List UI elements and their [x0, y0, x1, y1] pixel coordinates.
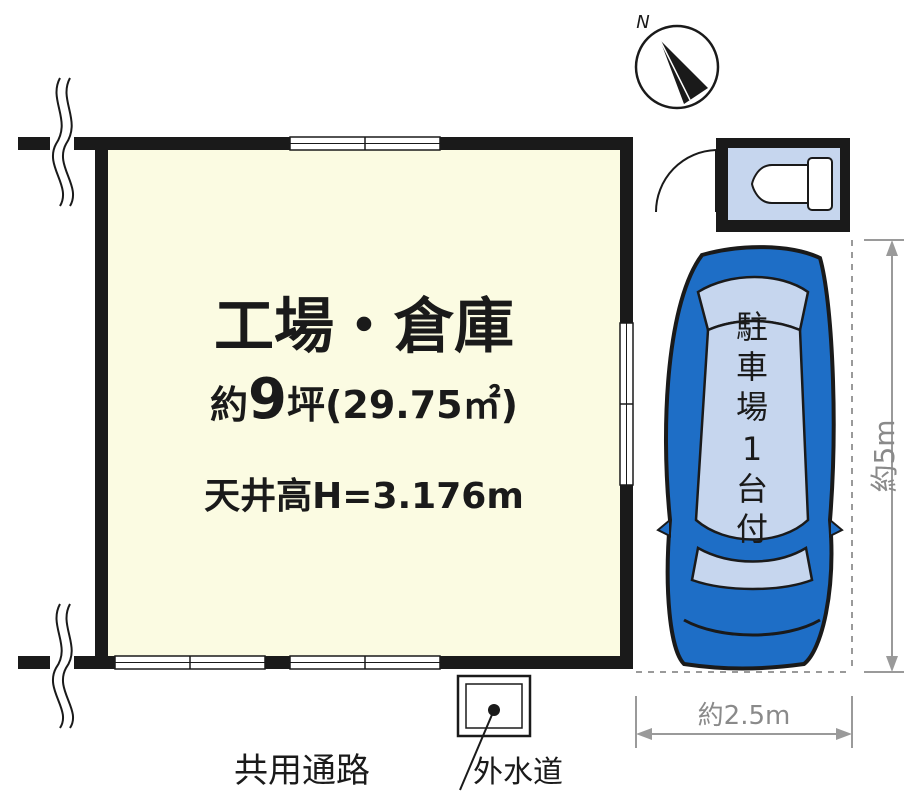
- door-bottom-left: [114, 655, 266, 670]
- water-tap-icon: [456, 674, 532, 791]
- water-tap-label: 外水道: [473, 755, 563, 790]
- wall-break-mark-top: [50, 77, 75, 207]
- svg-text:1: 1: [742, 430, 762, 468]
- compass-north-label: N: [636, 12, 649, 33]
- depth-dimension-label: 約5m: [868, 419, 901, 492]
- room-floor: [106, 148, 623, 658]
- window-right: [619, 322, 634, 486]
- svg-text:駐: 駐: [736, 308, 768, 346]
- car-icon: [656, 245, 844, 671]
- toilet-door-swing: [655, 149, 717, 213]
- width-dimension: [635, 696, 853, 748]
- depth-dimension: [864, 239, 904, 673]
- parking-boundary: [636, 240, 853, 673]
- svg-text:台: 台: [736, 470, 768, 508]
- wall-break-mark-bottom: [50, 603, 75, 729]
- parking-label: 駐 車 場 1 台 付: [736, 308, 768, 548]
- shared-passage-label: 共用通路: [234, 751, 370, 791]
- svg-text:付: 付: [736, 510, 768, 548]
- svg-text:場: 場: [736, 388, 768, 426]
- svg-text:車: 車: [736, 348, 768, 386]
- width-dimension-label: 約2.5m: [698, 701, 791, 731]
- door-bottom-right: [289, 655, 441, 670]
- compass-icon: [634, 24, 720, 110]
- room-area: 約9坪(29.75㎡): [210, 367, 518, 432]
- room-name: 工場・倉庫: [214, 292, 514, 362]
- ceiling-height: 天井高H=3.176m: [204, 476, 524, 517]
- window-top: [289, 136, 441, 151]
- toilet-icon: [716, 138, 850, 232]
